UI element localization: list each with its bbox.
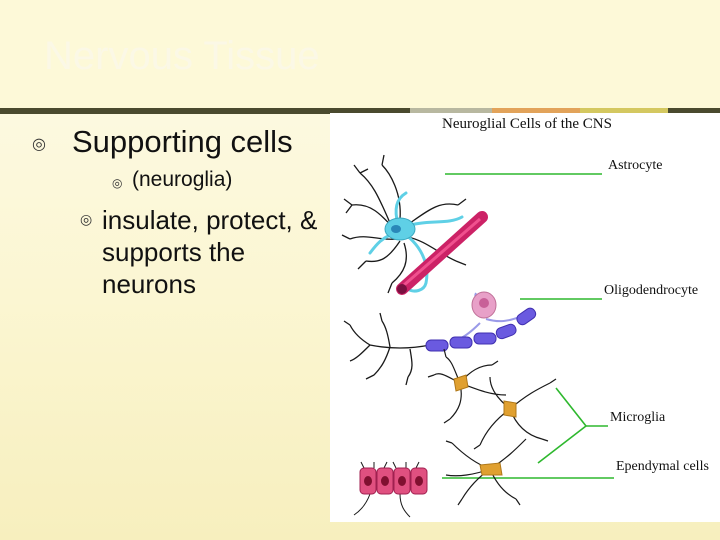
leader-microglia-a bbox=[556, 388, 586, 426]
neuroglia-diagram: Neuroglial Cells of the CNS Astrocyte Ol… bbox=[330, 113, 720, 522]
ring-bullet-icon: ◎ bbox=[112, 176, 122, 190]
ring-bullet-icon: ◎ bbox=[80, 212, 92, 228]
ring-bullet-icon: ◎ bbox=[32, 134, 46, 153]
bullet-neuroglia: (neuroglia) bbox=[132, 168, 232, 192]
leader-microglia-b bbox=[538, 426, 586, 463]
microglia-illustration bbox=[428, 349, 556, 505]
bullet-functions: insulate, protect, & supports the neuron… bbox=[102, 204, 332, 300]
ependymal-illustration bbox=[354, 462, 427, 517]
astrocyte-illustration bbox=[342, 155, 466, 293]
title-area: Nervous Tissue bbox=[0, 0, 720, 108]
slide-title: Nervous Tissue bbox=[44, 34, 320, 79]
neuroglia-illustration bbox=[330, 113, 720, 522]
oligodendrocyte-illustration bbox=[344, 292, 538, 385]
bullet-supporting-cells: Supporting cells bbox=[72, 124, 293, 160]
